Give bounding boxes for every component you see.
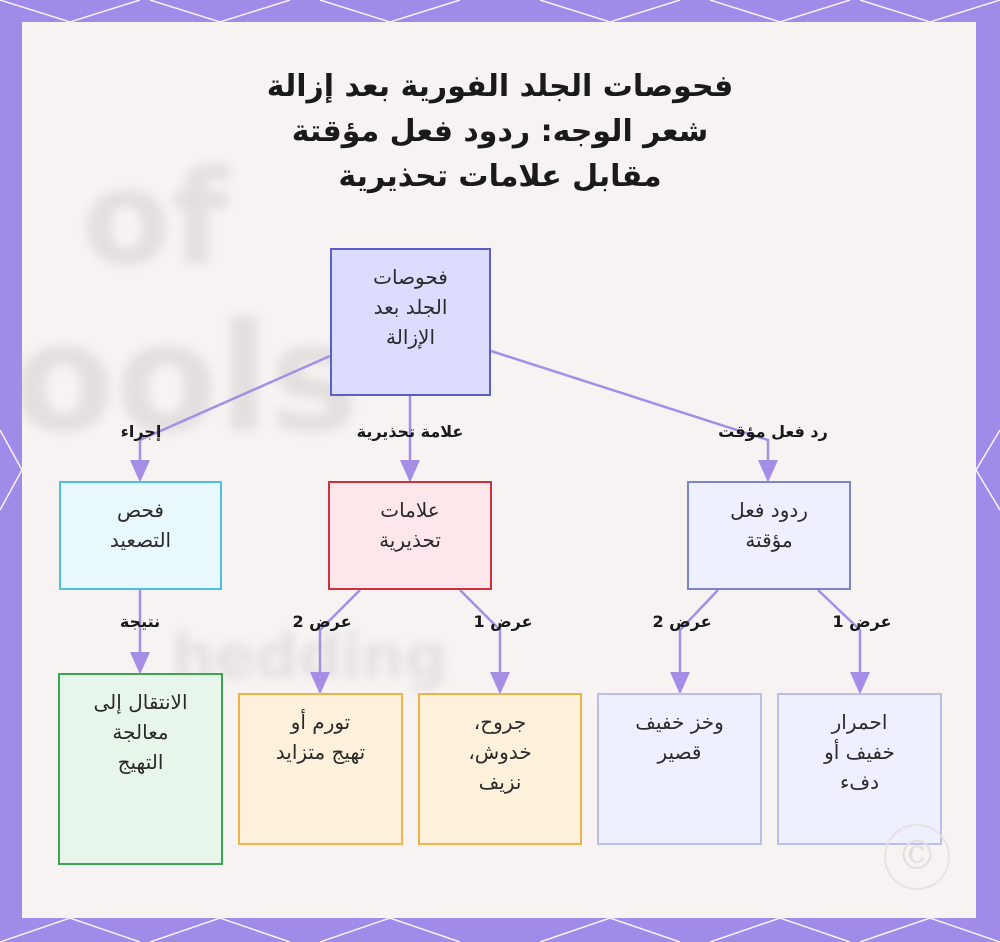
edge-temporary-redness [817, 589, 870, 695]
watermark-text: ools [22, 292, 359, 466]
diagram-title: فحوصات الجلد الفورية بعد إزالة شعر الوجه… [160, 64, 840, 199]
edge-warning-wounds [459, 589, 510, 695]
node-root-skin-checks: فحوصات الجلد بعد الإزالة [330, 248, 491, 396]
edge-root-escalation [130, 354, 331, 483]
title-line: شعر الوجه: ردود فعل مؤقتة [291, 114, 709, 149]
edge-label-warning-sign: علامة تحذيرية [356, 422, 464, 441]
node-wounds: جروح، خدوش، نزيف [418, 693, 582, 845]
node-brief-sting: وخز خفيف قصير [597, 693, 762, 845]
edge-label-symptom-2: عرض 2 [652, 612, 712, 631]
edge-label-symptom-2: عرض 2 [292, 612, 352, 631]
edge-label-action: إجراء [120, 422, 162, 441]
node-move-to-irritation-care: الانتقال إلى معالجة التهيج [58, 673, 223, 865]
edge-temporary-sting [670, 589, 719, 695]
node-redness: احمرار خفيف أو دفء [777, 693, 942, 845]
edge-root-temporary [490, 349, 778, 483]
edge-warning-swelling [310, 589, 361, 695]
edge-label-symptom-1: عرض 1 [832, 612, 892, 631]
edge-label-temp-reaction: رد فعل مؤقت [718, 422, 828, 441]
title-line: فحوصات الجلد الفورية بعد إزالة [266, 69, 734, 104]
node-temporary-reactions: ردود فعل مؤقتة [687, 481, 851, 590]
title-line: مقابل علامات تحذيرية [338, 159, 662, 194]
edge-label-symptom-1: عرض 1 [473, 612, 533, 631]
copyright-logo-icon: © [884, 824, 950, 890]
watermark-text: of [82, 142, 228, 294]
edge-label-result: نتيجة [119, 612, 161, 631]
node-warning-signs: علامات تحذيرية [328, 481, 492, 590]
node-swelling: تورم أو تهيج متزايد [238, 693, 403, 845]
node-escalation-check: فحص التصعيد [59, 481, 222, 590]
